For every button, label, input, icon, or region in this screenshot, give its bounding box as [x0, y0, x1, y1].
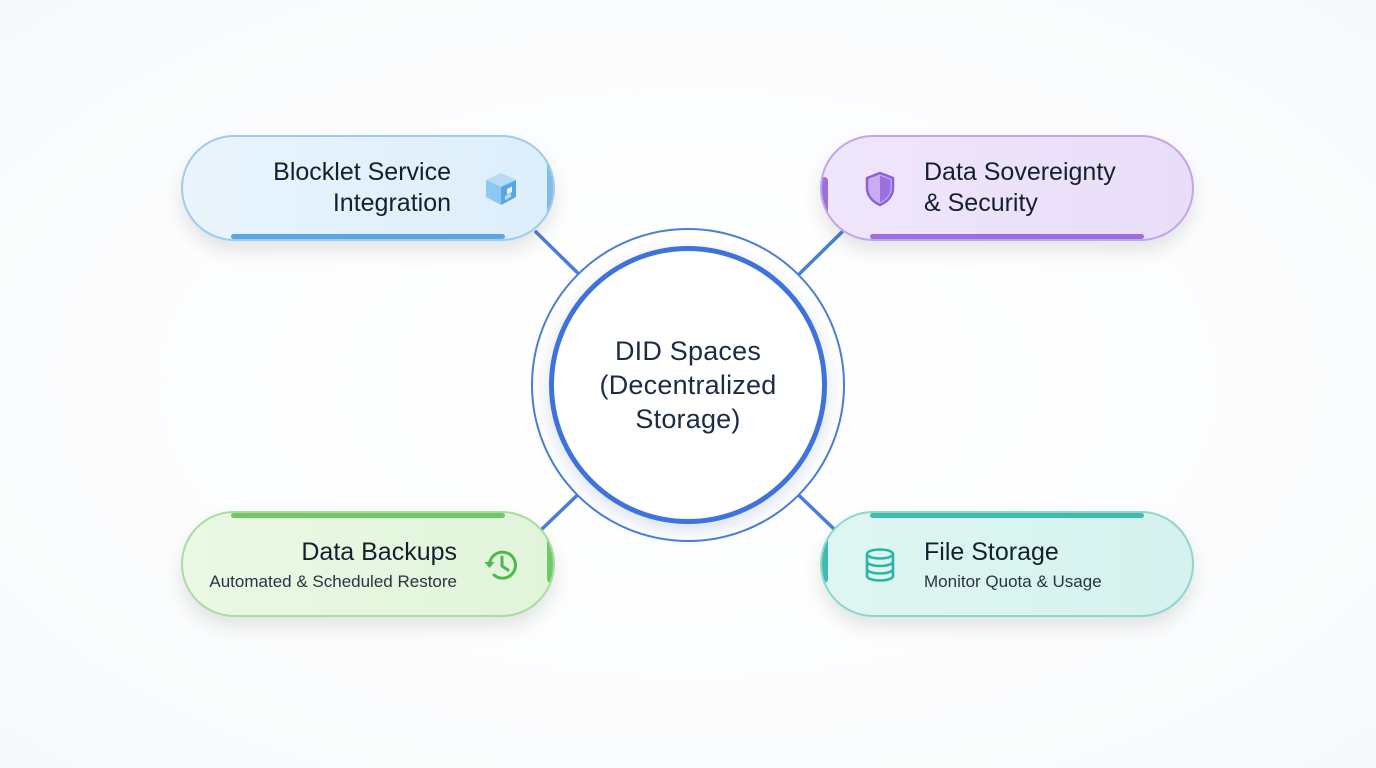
- node-title-line-2: & Security: [924, 189, 1038, 217]
- hub-label-line-1: DID Spaces: [614, 336, 762, 366]
- node-accent-bar: [870, 234, 1144, 239]
- hub-label-line-3: Storage): [635, 404, 741, 434]
- hub-circle: DID Spaces (Decentralized Storage): [549, 246, 827, 524]
- node-title: File Storage: [924, 538, 1059, 566]
- node-edge-accent: [822, 177, 828, 237]
- node-edge-accent: [822, 523, 828, 583]
- shield-icon: [865, 171, 895, 207]
- node-accent-bar: [231, 234, 505, 239]
- node-subtitle: Automated & Scheduled Restore: [209, 572, 457, 591]
- node-title-line-1: Data Sovereignty: [924, 158, 1116, 186]
- node-accent-bar: [231, 513, 505, 518]
- cube-icon: [486, 173, 516, 205]
- node-blocklet-service-integration: Blocklet Service Integration: [181, 135, 555, 241]
- node-title-line-2: Integration: [332, 189, 451, 217]
- node-title-line-1: Blocklet Service: [273, 158, 451, 186]
- node-title: Data Sovereignty & Security: [924, 157, 1116, 219]
- node-edge-accent: [547, 523, 553, 583]
- node-subtitle: Monitor Quota & Usage: [924, 572, 1102, 591]
- database-icon: [865, 548, 895, 582]
- hub-label-line-2: (Decentralized: [599, 370, 777, 400]
- node-title: Data Backups: [301, 538, 457, 566]
- node-data-backups: Data Backups Automated & Scheduled Resto…: [181, 511, 555, 617]
- node-edge-accent: [547, 157, 553, 227]
- node-file-storage: File Storage Monitor Quota & Usage: [820, 511, 1194, 617]
- history-clock-icon: [484, 550, 517, 580]
- node-accent-bar: [870, 513, 1144, 518]
- node-title: Blocklet Service Integration: [273, 157, 451, 219]
- node-data-sovereignty-security: Data Sovereignty & Security: [820, 135, 1194, 241]
- hub-label: DID Spaces (Decentralized Storage): [578, 334, 798, 436]
